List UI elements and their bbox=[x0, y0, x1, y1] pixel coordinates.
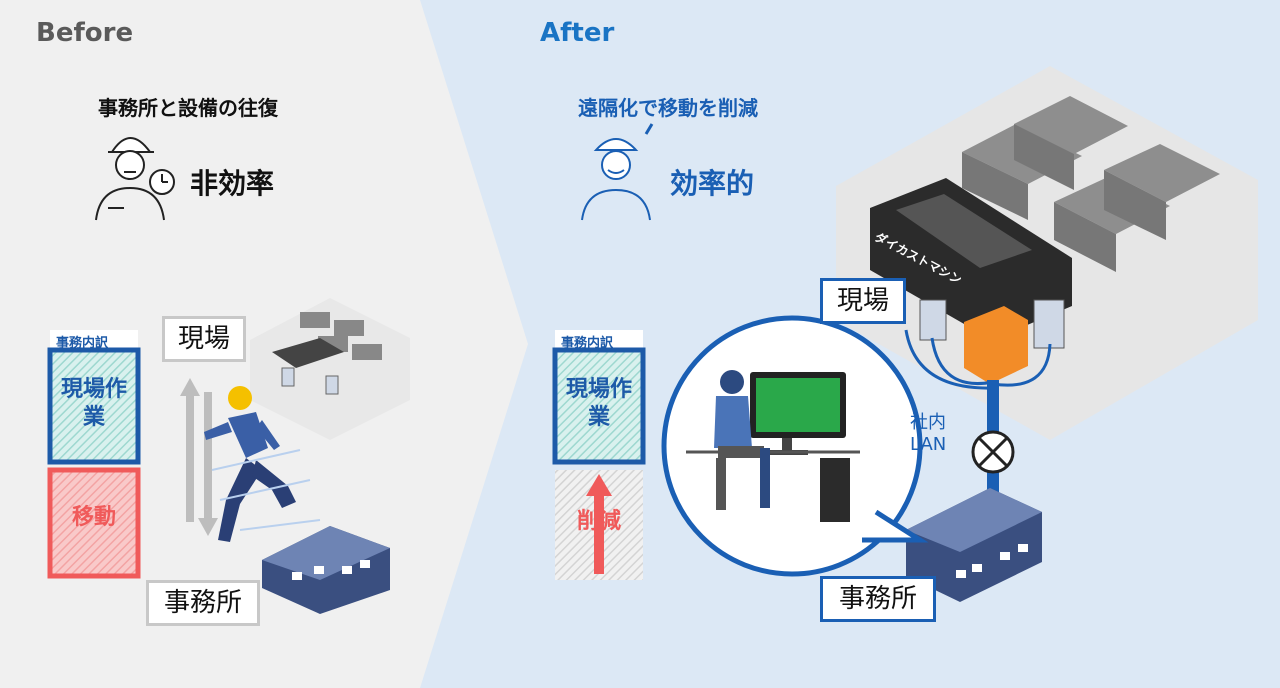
after-heading: After bbox=[540, 18, 615, 48]
after-bar-work-label: 現場作業 bbox=[565, 377, 632, 430]
iot-gateway-icon bbox=[964, 306, 1028, 384]
running-worker-icon bbox=[204, 386, 321, 542]
before-site-building-icon bbox=[250, 298, 410, 440]
after-bar-work bbox=[552, 347, 646, 465]
remote-work-bubble bbox=[661, 315, 929, 577]
round-trip-arrows-icon bbox=[180, 378, 218, 536]
after-site-building-icon bbox=[836, 66, 1258, 440]
before-bar-move-label: 移動 bbox=[71, 505, 116, 530]
before-title: 事務所と設備の往復 bbox=[98, 96, 278, 120]
after-bar-reduce-label: 削減 bbox=[576, 509, 621, 534]
before-bar-work bbox=[47, 347, 141, 465]
before-verdict: 非効率 bbox=[190, 167, 275, 200]
before-bar-work-label: 現場作業 bbox=[60, 377, 127, 430]
before-office-label: 事務所 bbox=[146, 580, 260, 626]
stopwatch-icon bbox=[149, 169, 175, 195]
lan-label: 社内 LAN bbox=[910, 412, 947, 455]
worried-worker-icon bbox=[95, 137, 165, 221]
after-bar-header-label: 事務内訳 bbox=[561, 336, 614, 351]
after-bar-header bbox=[555, 330, 643, 350]
network-switch-icon bbox=[971, 430, 1015, 474]
before-bar-header bbox=[50, 330, 138, 350]
before-site-label: 現場 bbox=[162, 316, 246, 362]
before-office-building-icon bbox=[262, 526, 390, 614]
after-title: 遠隔化で移動を削減 bbox=[578, 96, 758, 120]
before-bar-move bbox=[47, 467, 141, 579]
after-office-building-icon bbox=[906, 488, 1042, 602]
reduce-arrow-icon bbox=[586, 474, 612, 574]
after-verdict: 効率的 bbox=[670, 167, 755, 200]
pc-tower-icon bbox=[820, 458, 850, 522]
smiling-worker-icon bbox=[581, 123, 654, 221]
after-site-label: 現場 bbox=[820, 278, 906, 324]
before-bar-header-label: 事務内訳 bbox=[56, 336, 109, 351]
after-office-label: 事務所 bbox=[820, 576, 936, 622]
operator-head bbox=[720, 370, 744, 394]
before-heading: Before bbox=[36, 18, 134, 48]
